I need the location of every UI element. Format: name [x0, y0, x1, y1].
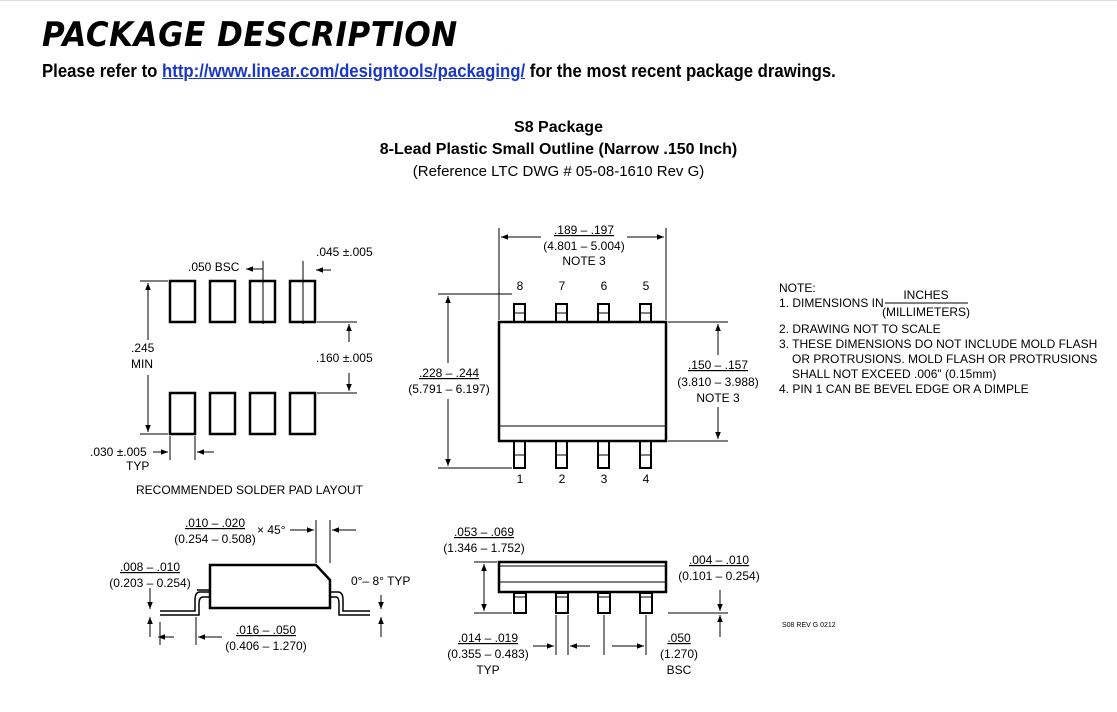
note-2: 2. DRAWING NOT TO SCALE [779, 322, 941, 336]
gull-wing-right [330, 591, 370, 616]
width-inches: .150 – .157 [688, 358, 748, 372]
height-mm: (1.346 – 1.752) [443, 541, 524, 555]
pin-label: 3 [601, 472, 608, 486]
end-lead [513, 592, 527, 614]
pin-label: 4 [643, 472, 650, 486]
lead-thk-mm: (0.203 – 0.254) [109, 576, 190, 590]
pad [288, 391, 317, 436]
refer-line: Please refer to http://www.linear.com/de… [42, 61, 836, 82]
lead-thk-inches: .008 – .010 [120, 560, 180, 574]
pad-length-label: .030 ±.005 [90, 445, 147, 459]
span-inches: .228 – .244 [419, 366, 479, 380]
note-3c: SHALL NOT EXCEED .006" (0.15mm) [792, 367, 996, 381]
end-lead [555, 592, 569, 614]
pad-length-note: TYP [126, 459, 149, 473]
chamfer-angle: × 45° [257, 523, 286, 537]
refer-suffix: for the most recent package drawings. [525, 61, 836, 81]
package-body [497, 320, 668, 443]
chamfer-inches: .010 – .020 [185, 516, 245, 530]
length-inches: .189 – .197 [554, 223, 614, 237]
notes-block: NOTE: 1. DIMENSIONS IN INCHES (MILLIMETE… [779, 281, 1097, 396]
pad [168, 391, 197, 436]
width-mm: (3.810 – 3.988) [677, 375, 758, 389]
length-mm: (4.801 – 5.004) [543, 239, 624, 253]
packaging-link[interactable]: http://www.linear.com/designtools/packag… [162, 61, 526, 81]
solder-pad-layout [140, 261, 357, 460]
pin-label: 6 [601, 279, 608, 293]
pad-width-label: .045 ±.005 [316, 245, 373, 259]
lead-angle: 0°– 8° TYP [351, 574, 410, 588]
end-lead [639, 592, 653, 614]
pin-label: 5 [643, 279, 650, 293]
pad-gap-label: .160 ±.005 [316, 351, 373, 365]
lead-width-mm: (0.355 – 0.483) [447, 647, 528, 661]
top-view [438, 228, 728, 469]
pad [208, 279, 237, 324]
note-3b: OR PROTRUSIONS. MOLD FLASH OR PROTRUSION… [792, 352, 1097, 366]
foot-mm: (0.406 – 1.270) [225, 639, 306, 653]
package-name: S8 Package [514, 119, 603, 136]
pad-height-min: MIN [131, 357, 153, 371]
pin-label: 8 [517, 279, 524, 293]
lead-width-inches: .014 – .019 [458, 631, 518, 645]
height-inches: .053 – .069 [454, 525, 514, 539]
pad [208, 391, 237, 436]
pin-label: 7 [559, 279, 566, 293]
dim-mask [675, 355, 761, 407]
gull-wing-left [160, 591, 210, 616]
dim-mask [406, 363, 492, 399]
side-view [147, 520, 384, 645]
note-1: 1. DIMENSIONS IN [779, 296, 884, 310]
pad-pitch-label: .050 BSC [188, 260, 240, 274]
end-lead [597, 592, 611, 614]
pad [168, 279, 197, 324]
note-1-denominator: (MILLIMETERS) [882, 305, 970, 319]
foot-inches: .016 – .050 [236, 623, 296, 637]
pin-label: 1 [517, 472, 524, 486]
side-body [208, 563, 332, 610]
pad [248, 391, 277, 436]
width-note: NOTE 3 [696, 391, 740, 405]
note-4: 4. PIN 1 CAN BE BEVEL EDGE OR A DIMPLE [779, 382, 1029, 396]
standoff-mm: (0.101 – 0.254) [678, 569, 759, 583]
end-body [497, 560, 668, 594]
package-subtitle: 8-Lead Plastic Small Outline (Narrow .15… [379, 141, 738, 158]
standoff-inches: .004 – .010 [689, 553, 749, 567]
pitch-note: BSC [667, 663, 692, 677]
lead-width-note: TYP [476, 663, 499, 677]
pitch-mm: (1.270) [660, 647, 698, 661]
pin-label: 2 [559, 472, 566, 486]
refer-prefix: Please refer to [42, 61, 163, 81]
pad-height-label: .245 [131, 341, 155, 355]
revision-code: S08 REV G 0212 [782, 622, 836, 629]
length-note: NOTE 3 [562, 254, 606, 268]
solder-pad-caption: RECOMMENDED SOLDER PAD LAYOUT [136, 483, 364, 497]
top-rule [0, 0, 1117, 1]
section-heading: PACKAGE DESCRIPTION [42, 16, 458, 55]
notes-header: NOTE: [779, 281, 816, 295]
end-view [474, 560, 728, 655]
chamfer-mm: (0.254 – 0.508) [174, 532, 255, 546]
note-3a: 3. THESE DIMENSIONS DO NOT INCLUDE MOLD … [779, 337, 1097, 351]
dim-mask [541, 222, 627, 270]
span-mm: (5.791 – 6.197) [408, 382, 489, 396]
note-1-numerator: INCHES [903, 288, 948, 302]
package-reference: (Reference LTC DWG # 05-08-1610 Rev G) [412, 163, 705, 180]
pitch-inches: .050 [667, 631, 691, 645]
